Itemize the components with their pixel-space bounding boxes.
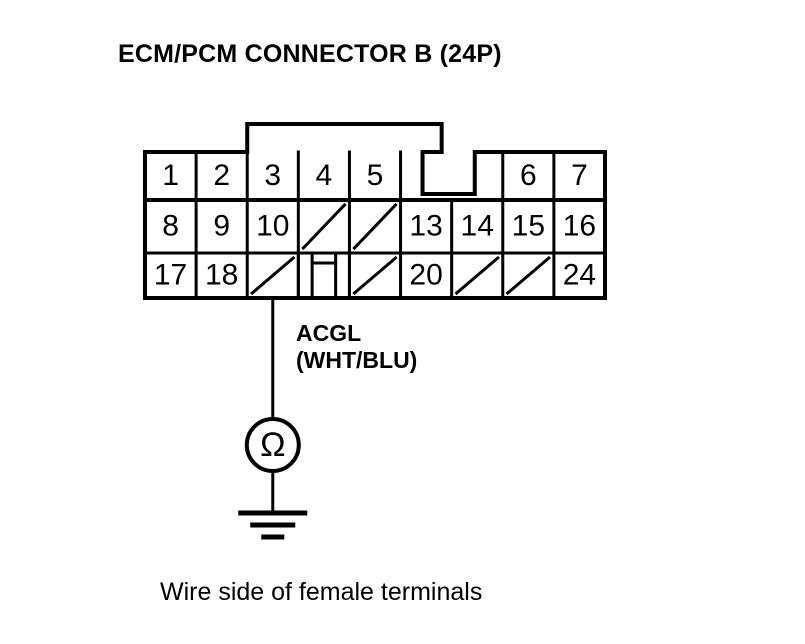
notch-up-body	[310, 261, 338, 300]
row1-outline	[143, 122, 607, 202]
page-title: ECM/PCM CONNECTOR B (24P)	[118, 40, 502, 68]
pin-number: 8	[162, 209, 179, 242]
pin-number: 10	[256, 209, 289, 242]
blank-cell-slash	[454, 255, 500, 296]
pin-number: 20	[409, 258, 442, 291]
blank-cell-slash	[250, 255, 296, 296]
pin-number: 2	[213, 159, 230, 192]
notch-up-tab	[296, 251, 351, 300]
pin-number: 18	[205, 258, 238, 291]
ohm-symbol: Ω	[260, 426, 285, 464]
wire-label-group: ACGL (WHT/BLU)	[296, 320, 417, 374]
blank-cell-slash	[505, 255, 552, 296]
pin-number: 15	[512, 209, 545, 242]
blank-cell-slash	[352, 202, 398, 251]
pin-number: 7	[571, 159, 588, 192]
blank-cell-slash	[301, 202, 347, 251]
pin-number: 13	[409, 209, 442, 242]
pin-number: 4	[316, 159, 333, 192]
pin-number: 24	[563, 258, 596, 291]
pin-number: 5	[367, 159, 384, 192]
pin-number: 17	[154, 258, 187, 291]
connector-svg-layer: 1 2 3 4 5 6 7 8 9 10 13 14 15 16 17 18 20 24Ω	[143, 122, 607, 540]
pin-number: 1	[162, 159, 179, 192]
wire-color-label: (WHT/BLU)	[296, 347, 418, 374]
pin-number: 9	[213, 209, 230, 242]
signal-name-label: ACGL	[296, 320, 362, 346]
pin-number: 16	[563, 209, 596, 242]
pin-number: 14	[461, 209, 494, 242]
blank-cell-slash	[352, 255, 398, 296]
diagram-caption: Wire side of female terminals	[160, 578, 483, 606]
pin-number: 6	[520, 159, 537, 192]
pin-number: 3	[264, 159, 281, 192]
